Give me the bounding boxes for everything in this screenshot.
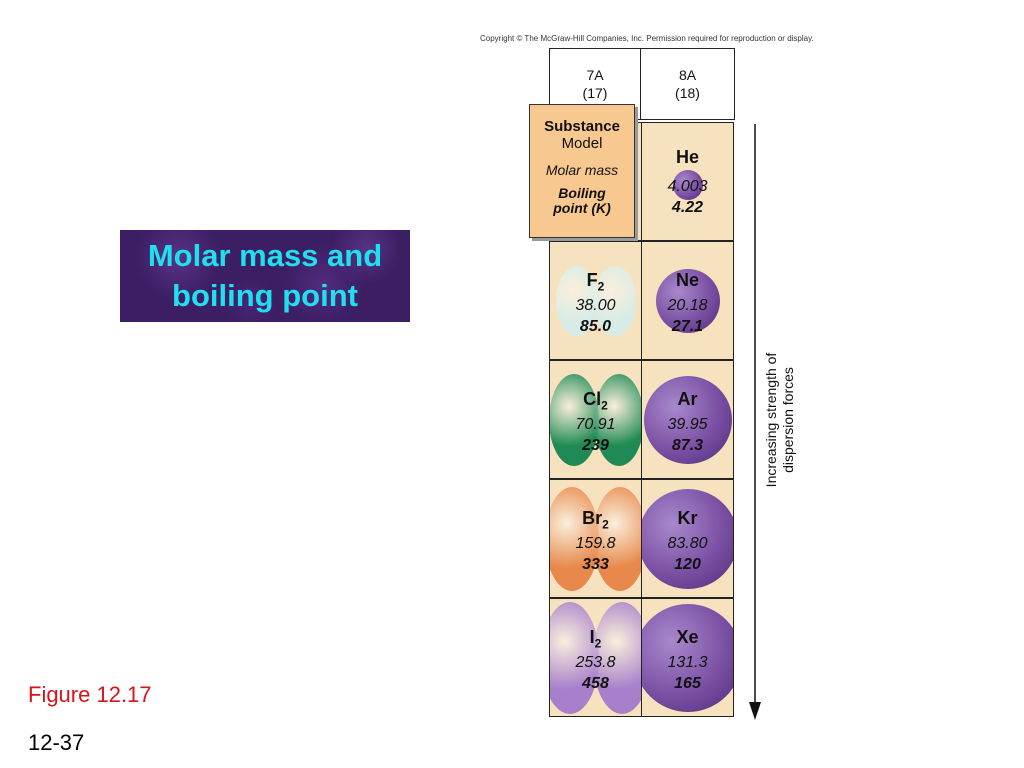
molecule-lobe xyxy=(550,602,599,714)
boiling-point-value: 27.1 xyxy=(671,318,704,335)
slide-number: 12-37 xyxy=(28,730,85,755)
molecule-lobe xyxy=(593,487,641,591)
atom-model xyxy=(642,489,733,589)
group-label: 8A xyxy=(678,67,697,83)
legend-boiling-point-line: Boiling xyxy=(558,185,606,201)
atom-model xyxy=(642,604,733,712)
boiling-point-value: 458 xyxy=(582,675,609,692)
boiling-point-value: 85.0 xyxy=(579,318,612,335)
element-formula: Br2 xyxy=(550,508,641,532)
boiling-point-value: 120 xyxy=(674,556,701,573)
molecule-lobe xyxy=(550,374,599,466)
group-number: (18) xyxy=(675,85,700,101)
element-cell: Cl2 70.91 239 xyxy=(549,360,642,479)
element-cell: Ar 39.95 87.3 xyxy=(641,360,734,479)
element-formula: I2 xyxy=(550,627,641,651)
molar-mass-value: 20.18 xyxy=(667,297,708,314)
boiling-point-value: 87.3 xyxy=(671,437,704,454)
molecule-lobe xyxy=(593,374,641,466)
formula-subscript: 2 xyxy=(602,517,609,532)
column-header-group-18: 8A (18) xyxy=(641,48,735,120)
atom-model xyxy=(673,170,703,200)
element-formula: Cl2 xyxy=(550,389,641,413)
element-formula: Ne xyxy=(675,270,699,290)
element-cell: Ne 20.18 27.1 xyxy=(641,241,734,360)
table-header-row: 7A (17) 8A (18) xyxy=(549,48,735,122)
boiling-point-value: 333 xyxy=(582,556,609,573)
molar-mass-value: 39.95 xyxy=(667,416,708,433)
trend-arrow xyxy=(749,124,761,720)
boiling-point-value: 4.22 xyxy=(671,199,704,216)
figure-label: Figure 12.17 xyxy=(28,682,152,707)
legend-key: Substance Model Molar mass Boiling point… xyxy=(529,104,635,238)
element-cell: F2 38.00 85.0 xyxy=(549,241,642,360)
element-formula: F2 xyxy=(550,270,641,294)
element-cell: Br2 159.8 333 xyxy=(549,479,642,598)
element-cell: I2 253.8 458 xyxy=(549,598,642,717)
molar-mass-value: 83.80 xyxy=(667,535,708,552)
molecule-lobe xyxy=(556,266,599,336)
legend-molar-mass: Molar mass xyxy=(545,162,619,178)
formula-symbol: Cl xyxy=(583,389,602,409)
trend-arrow-label-line: Increasing strength of xyxy=(763,352,779,488)
formula-subscript: 2 xyxy=(594,636,602,651)
formula-subscript: 2 xyxy=(597,279,605,294)
molar-mass-value: 38.00 xyxy=(575,297,616,314)
element-cell: Xe 131.3 165 xyxy=(641,598,734,717)
formula-symbol: F xyxy=(586,270,598,290)
molar-mass-value: 4.003 xyxy=(667,178,708,195)
group-number: (17) xyxy=(582,85,608,101)
slide-title-line: boiling point xyxy=(172,278,358,313)
molecule-lobe xyxy=(593,266,636,336)
molar-mass-value: 253.8 xyxy=(575,654,616,671)
element-formula: Kr xyxy=(677,508,698,528)
element-cell: He 4.003 4.22 xyxy=(641,122,734,241)
atom-model xyxy=(644,376,732,464)
slide-title: Molar mass and boiling point xyxy=(120,230,410,322)
element-formula: Xe xyxy=(676,627,699,647)
formula-subscript: 2 xyxy=(601,398,608,413)
molar-mass-value: 131.3 xyxy=(667,654,708,671)
boiling-point-value: 239 xyxy=(582,437,609,454)
molecule-lobe xyxy=(550,487,599,591)
molar-mass-value: 159.8 xyxy=(575,535,616,552)
boiling-point-value: 165 xyxy=(674,675,701,692)
formula-symbol: I xyxy=(589,627,595,647)
group-label: 7A xyxy=(586,67,604,83)
slide-title-line: Molar mass and xyxy=(147,238,383,273)
trend-arrow-head xyxy=(749,702,761,720)
element-formula: Ar xyxy=(677,389,698,409)
atom-model xyxy=(656,269,720,333)
legend-model: Model xyxy=(561,135,603,152)
molar-mass-value: 70.91 xyxy=(575,416,616,433)
element-cell: Kr 83.80 120 xyxy=(641,479,734,598)
molecule-lobe xyxy=(593,602,641,714)
copyright-notice: Copyright © The McGraw-Hill Companies, I… xyxy=(480,34,814,43)
formula-symbol: Br xyxy=(582,508,603,528)
element-formula: He xyxy=(675,147,699,167)
legend-substance: Substance xyxy=(544,118,620,135)
trend-arrow-label-line: dispersion forces xyxy=(780,367,796,473)
legend-boiling-point-line: point (K) xyxy=(553,200,611,216)
legend-boiling-point: Boiling point (K) xyxy=(530,186,634,216)
